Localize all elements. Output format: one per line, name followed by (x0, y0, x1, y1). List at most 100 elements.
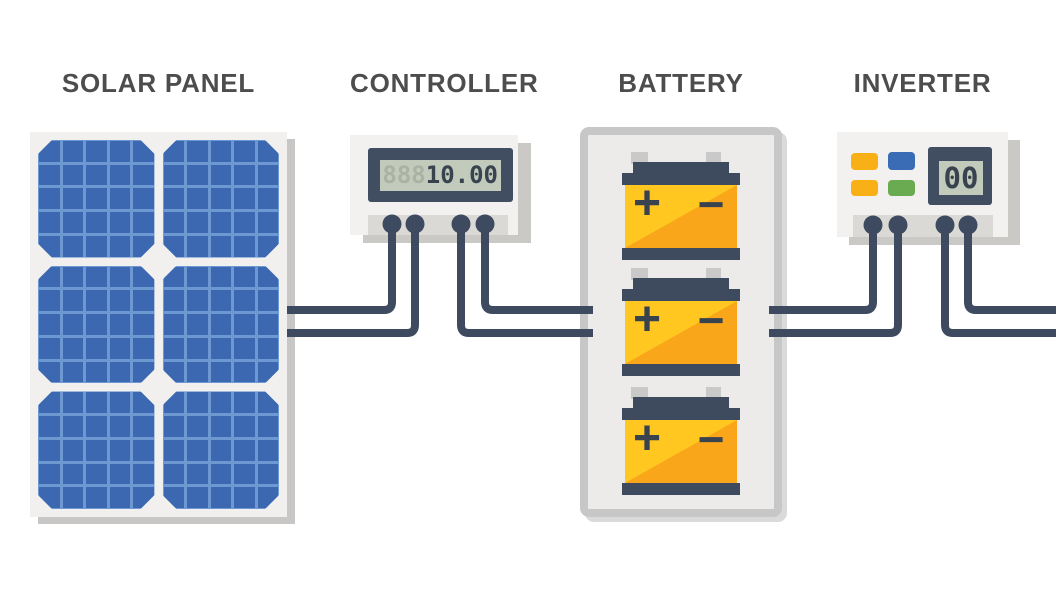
solar-cell-square (187, 487, 208, 508)
solar-panel-title: SOLAR PANEL (61, 68, 256, 98)
battery-terminal-tab (631, 387, 648, 399)
battery-body (625, 185, 737, 248)
battery-bank-enclosure: + − + − + − (580, 127, 782, 517)
solar-cell-square (63, 290, 84, 311)
solar-cell-square (86, 141, 107, 162)
battery-body (625, 420, 737, 483)
solar-cell-square (133, 165, 154, 186)
controller-display-value: 10.00 (425, 161, 498, 189)
controller-title: CONTROLLER (350, 68, 539, 98)
battery-terminal-tab (631, 268, 648, 280)
solar-cell-square (187, 165, 208, 186)
solar-cell-square (110, 338, 131, 359)
solar-cell-square (133, 338, 154, 359)
solar-cell-square (211, 236, 232, 257)
solar-cell-square (86, 416, 107, 437)
solar-cell-square (258, 212, 279, 233)
solar-cell-square (110, 362, 131, 383)
solar-cell-square (86, 338, 107, 359)
solar-cell-square (133, 440, 154, 461)
solar-cell-square (211, 362, 232, 383)
solar-cell-square (164, 338, 185, 359)
wire-controller-to-battery-2 (481, 224, 593, 314)
solar-cell-square (211, 487, 232, 508)
solar-cell-square (86, 392, 107, 413)
solar-cell-square (63, 362, 84, 383)
battery-lid (622, 173, 740, 185)
controller-terminal (475, 214, 495, 234)
solar-cell-block (163, 266, 280, 384)
solar-cell-square (187, 267, 208, 288)
solar-cell-square (110, 464, 131, 485)
inverter-terminal-strip (853, 215, 993, 237)
solar-cell-square (258, 440, 279, 461)
controller-terminal (382, 214, 402, 234)
solar-cell-square (211, 212, 232, 233)
solar-cell-square (86, 487, 107, 508)
battery-minus-symbol: − (697, 294, 725, 346)
solar-cell-square (110, 267, 131, 288)
solar-cell-square (234, 440, 255, 461)
solar-cell-square (211, 314, 232, 335)
inverter-terminal (863, 215, 883, 235)
solar-cell-block (38, 140, 155, 258)
controller-display-frame: 88810.00 (368, 148, 513, 202)
solar-cell-square (63, 212, 84, 233)
solar-cell-square (63, 416, 84, 437)
battery-base (622, 364, 740, 376)
battery-terminal-tab (706, 387, 721, 399)
solar-cell-square (187, 392, 208, 413)
inverter-button-green (888, 180, 915, 196)
solar-cell-square (39, 464, 60, 485)
solar-cell-block (38, 391, 155, 509)
solar-cell-square (187, 440, 208, 461)
battery-terminal-tab (706, 268, 721, 280)
solar-cell-square (164, 440, 185, 461)
solar-cell-square (211, 188, 232, 209)
inverter-display: 00 (939, 161, 983, 195)
solar-cell-square (211, 464, 232, 485)
controller-display-ghost-digits: 888 (382, 161, 426, 189)
solar-cell-square (187, 290, 208, 311)
solar-cell-square (110, 290, 131, 311)
solar-cell-square (164, 188, 185, 209)
solar-cell-square (187, 362, 208, 383)
solar-cell-square (187, 416, 208, 437)
solar-cell-square (86, 165, 107, 186)
solar-cell-square (234, 236, 255, 257)
solar-cell-square (110, 188, 131, 209)
inverter-button-blue (888, 152, 915, 170)
solar-cell-square (110, 212, 131, 233)
solar-cell-square (187, 464, 208, 485)
solar-cell-square (234, 267, 255, 288)
battery-terminal-tab (706, 152, 721, 164)
solar-panel-cell-grid (38, 140, 279, 509)
solar-cell-square (86, 464, 107, 485)
solar-cell-square (187, 236, 208, 257)
solar-cell-square (110, 165, 131, 186)
solar-cell-square (258, 188, 279, 209)
battery-title: BATTERY (618, 68, 744, 98)
solar-cell-square (86, 362, 107, 383)
solar-cell-square (234, 416, 255, 437)
solar-cell-square (187, 314, 208, 335)
controller-terminal (451, 214, 471, 234)
solar-cell-square (164, 314, 185, 335)
solar-panel-illustration (30, 132, 287, 517)
controller-terminal-strip (368, 215, 508, 235)
solar-cell-square (187, 188, 208, 209)
solar-cell-square (258, 290, 279, 311)
wire-controller-to-battery-1 (457, 224, 593, 337)
solar-cell-square (39, 338, 60, 359)
solar-cell-square (187, 338, 208, 359)
solar-cell-square (110, 236, 131, 257)
wire-panel-to-controller-1 (287, 224, 396, 314)
battery-unit: + − (622, 387, 740, 495)
solar-cell-square (86, 314, 107, 335)
solar-cell-square (110, 416, 131, 437)
solar-cell-square (63, 188, 84, 209)
solar-cell-square (133, 212, 154, 233)
solar-cell-square (86, 290, 107, 311)
battery-minus-symbol: − (697, 178, 725, 230)
solar-cell-square (63, 141, 84, 162)
